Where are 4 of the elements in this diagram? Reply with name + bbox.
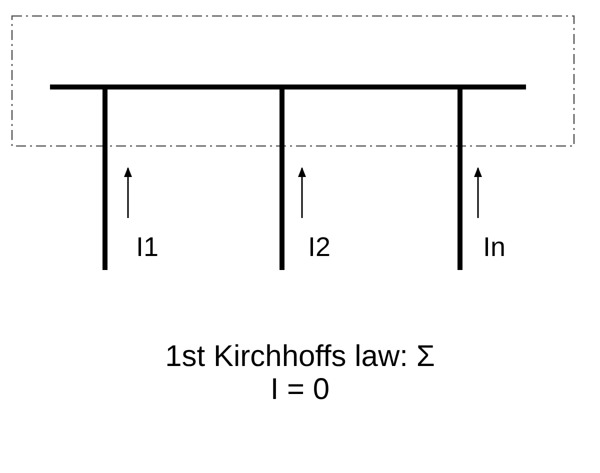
current-label: I2: [308, 234, 331, 261]
current-label: In: [483, 234, 506, 261]
current-label: I1: [136, 234, 159, 261]
caption: 1st Kirchhoffs law: Σ I = 0: [164, 340, 436, 406]
